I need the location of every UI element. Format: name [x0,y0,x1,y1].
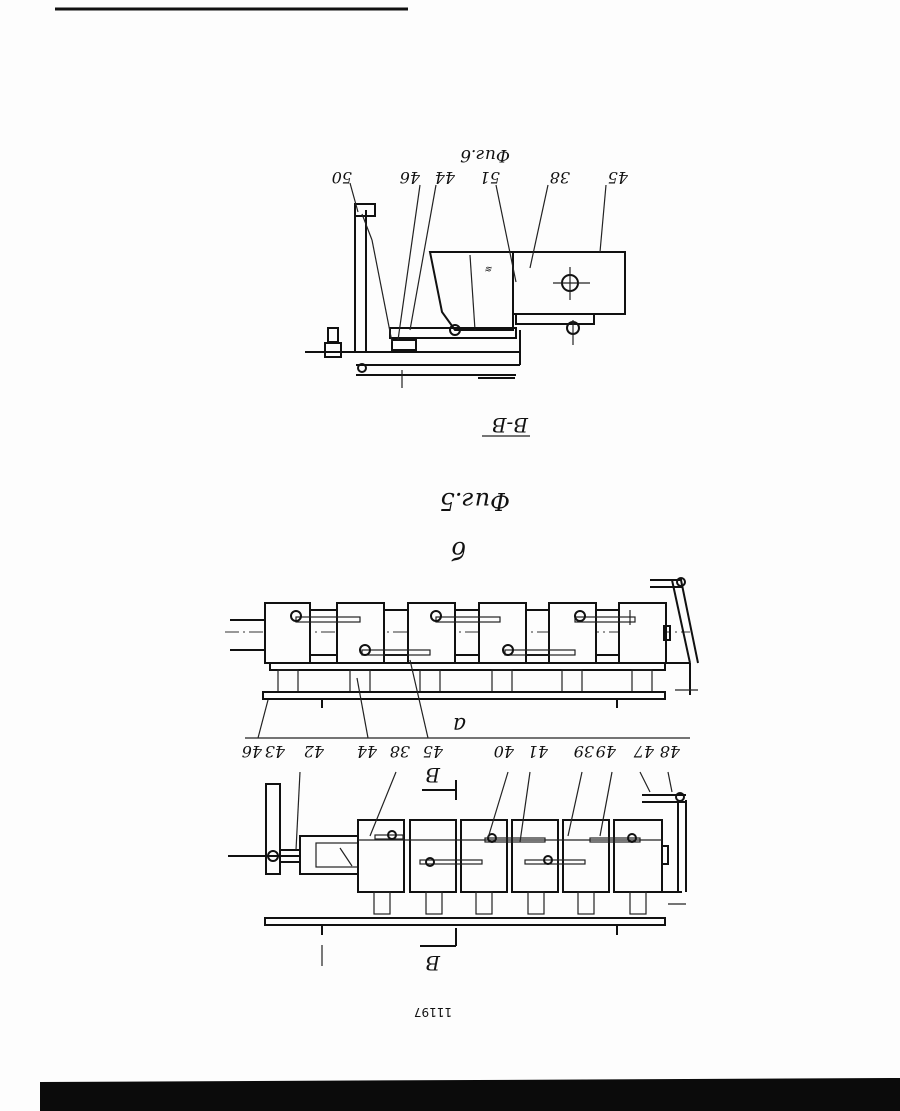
fig5-label-42: 42 [304,742,325,761]
fig5-label-38: 38 [390,742,410,761]
fig5-label-48: 48 [660,742,681,761]
fig5-label-41: 41 [528,742,549,761]
page-number: 11197 [414,1005,452,1019]
fig5b-base-bar [263,692,665,699]
fig5b-housing-row [265,603,666,663]
fig5-label-45: 45 [423,742,444,761]
fig5-label-44: 44 [357,742,378,761]
fig6-label-44: 44 [435,168,456,187]
fig5-label-40: 40 [494,742,515,761]
fig5-section-mark-top: В [425,763,441,787]
fig6-hopper [430,252,513,330]
fig6-label-46: 46 [400,168,421,187]
fig5b-rail [270,663,665,670]
fig5a-base-bar [265,918,665,925]
fig5-view-b-mark: б [451,536,466,564]
fig5-section-mark-bottom: В [425,951,441,975]
fig5-view-a-mark: а [453,712,466,737]
fig6-label-50: 50 [332,168,352,187]
fig6-label-51: 51 [480,168,500,187]
fig5-view-a [228,772,686,966]
bottom-scan-band [40,1078,900,1111]
fig5-label-46: 46 [242,742,263,761]
fig5-label-43: 43 [265,742,286,761]
svg-text:≋: ≋ [484,265,492,275]
fig6-label-38: 38 [550,168,570,187]
fig5-label-49: 49 [596,742,617,761]
fig6-section-label: В-В [492,413,529,437]
fig6-assembly: ≋ [305,183,625,388]
fig5-label-47: 47 [633,742,655,761]
fig5-label-39: 39 [574,742,594,761]
fig6-label-45: 45 [608,168,629,187]
fig5a-housing-row [358,820,662,892]
fig6-caption: Фиг.6 [460,145,510,165]
fig5-caption: Фиг.5 [440,487,510,515]
